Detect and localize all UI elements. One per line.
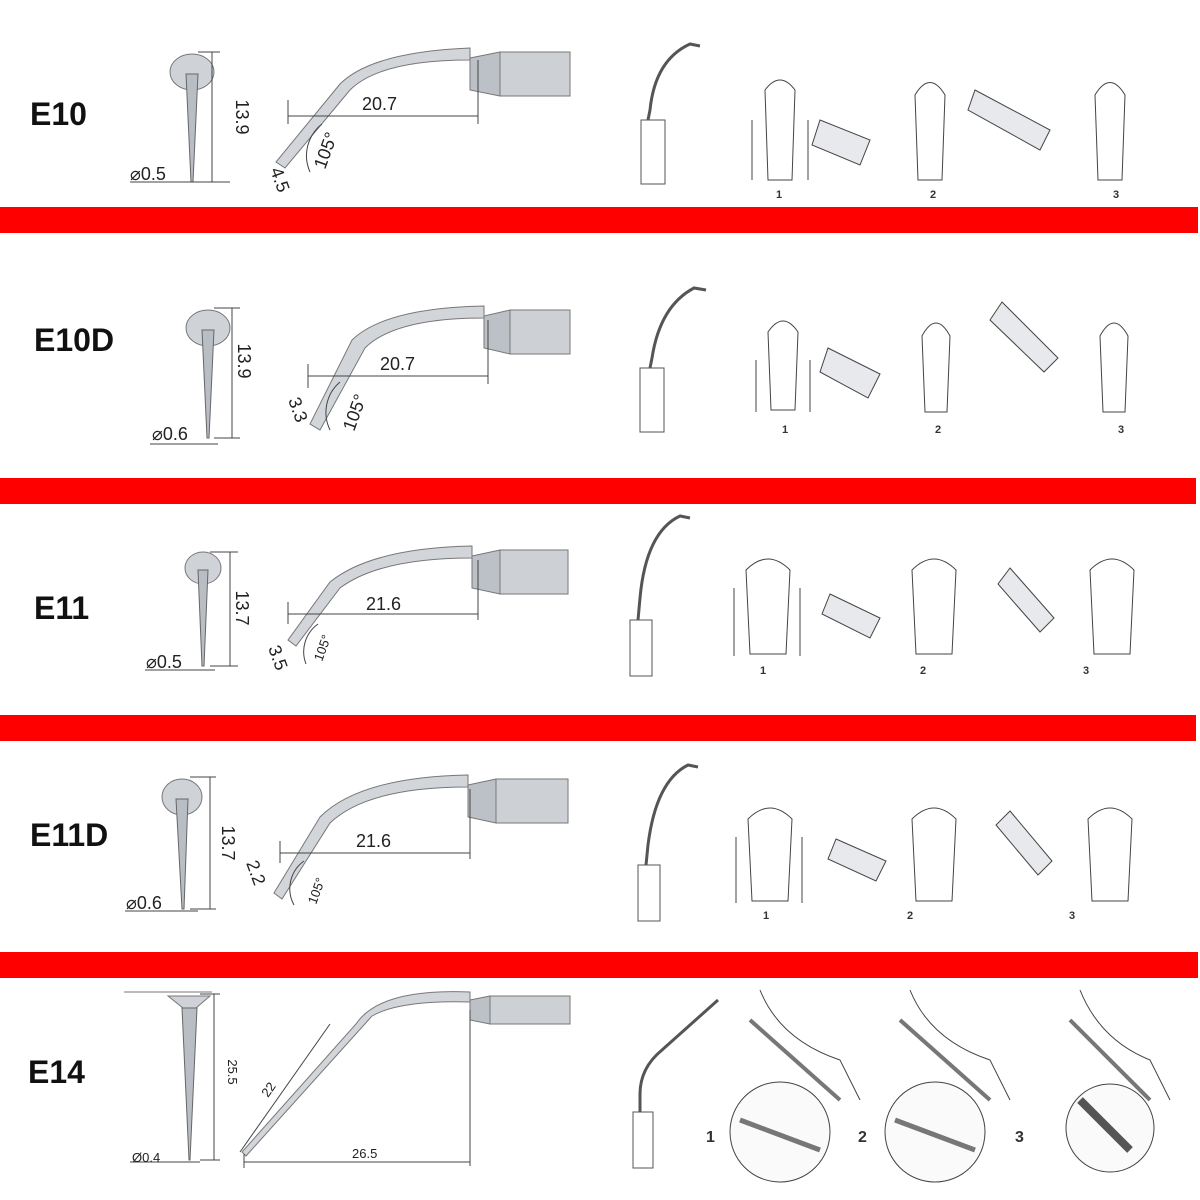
tip-dimension: 2.2 bbox=[242, 858, 269, 888]
procedure-step-3 bbox=[989, 301, 1129, 413]
pin-drawing bbox=[161, 778, 203, 910]
model-label: E10D bbox=[34, 322, 115, 358]
tip-diagram: 13.7 ⌀0.5 21.6 3.5 105° 1 bbox=[145, 514, 1135, 677]
angle-dimension: 105° bbox=[305, 876, 328, 906]
step-number: 3 bbox=[1113, 189, 1119, 201]
tip-row-e10d: E10D 13.9 ⌀0.6 20.7 3.3 105° bbox=[0, 240, 1200, 475]
section-divider bbox=[0, 715, 1196, 741]
pin-drawing bbox=[184, 551, 222, 667]
section-divider bbox=[0, 207, 1198, 233]
length-dimension: 25.5 bbox=[225, 1059, 240, 1084]
model-label: E14 bbox=[28, 1054, 85, 1090]
procedure-step-3 bbox=[997, 558, 1135, 655]
angle-dimension: 105° bbox=[310, 130, 342, 172]
section-divider bbox=[0, 952, 1198, 978]
tip-side-view bbox=[273, 774, 569, 900]
length-dimension: 13.9 bbox=[232, 99, 252, 134]
procedure-step-2 bbox=[811, 82, 946, 181]
tip-diagram: 25.5 Ø0.4 26.5 22 bbox=[124, 989, 1171, 1183]
step-number: 1 bbox=[760, 665, 766, 677]
tip-side-view bbox=[287, 545, 569, 647]
procedure-step-3 bbox=[967, 82, 1126, 181]
step-number: 2 bbox=[920, 665, 926, 677]
procedure-step-2 bbox=[884, 989, 1011, 1183]
step-number: 2 bbox=[935, 424, 941, 436]
step-number: 3 bbox=[1118, 424, 1124, 436]
tip-dimension: 3.3 bbox=[284, 395, 311, 425]
diameter-dimension: ⌀0.5 bbox=[130, 164, 166, 184]
tip-row-e10: E10 13.9 ⌀0.5 20.7 4.5 105° bbox=[0, 0, 1200, 205]
tip-icon bbox=[639, 286, 707, 433]
arm-dimension: 26.5 bbox=[352, 1146, 377, 1161]
step-number: 1 bbox=[776, 189, 782, 201]
tip-side-view bbox=[309, 305, 571, 431]
arm-dimension: 20.7 bbox=[362, 94, 397, 114]
tip-side-view bbox=[241, 991, 571, 1157]
pin-drawing bbox=[185, 309, 231, 439]
step-number: 3 bbox=[1083, 665, 1089, 677]
pin-drawing bbox=[169, 53, 215, 183]
tip-icon bbox=[632, 998, 719, 1169]
step-number: 1 bbox=[763, 910, 769, 922]
tip-diagram: 13.7 ⌀0.6 21.6 2.2 105° 1 bbox=[125, 763, 1133, 922]
tip-row-e11d: E11D 13.7 ⌀0.6 21.6 2.2 105° bbox=[0, 745, 1200, 950]
procedure-step-2 bbox=[821, 558, 957, 655]
tip-icon bbox=[637, 763, 699, 922]
arm-dimension: 21.6 bbox=[356, 831, 391, 851]
tip-diagram: 13.9 ⌀0.6 20.7 3.3 105° 1 bbox=[150, 286, 1129, 445]
procedure-step-1 bbox=[751, 79, 809, 181]
arm-dimension: 21.6 bbox=[366, 594, 401, 614]
step-number: 3 bbox=[1015, 1129, 1024, 1146]
step-number: 2 bbox=[907, 910, 913, 922]
procedure-step-2 bbox=[827, 807, 957, 902]
arm-dimension: 20.7 bbox=[380, 354, 415, 374]
procedure-step-3 bbox=[995, 807, 1133, 902]
diameter-dimension: ⌀0.6 bbox=[126, 893, 162, 913]
procedure-step-3 bbox=[1065, 989, 1171, 1173]
step-number: 2 bbox=[858, 1129, 867, 1146]
length-dimension: 13.9 bbox=[234, 343, 254, 378]
procedure-step-1 bbox=[755, 320, 811, 412]
model-label: E10 bbox=[30, 96, 87, 132]
tip-icon bbox=[640, 42, 701, 185]
length-dimension: 13.7 bbox=[232, 590, 252, 625]
model-label: E11 bbox=[34, 590, 90, 626]
tip-icon bbox=[629, 514, 691, 677]
step-number: 1 bbox=[782, 424, 788, 436]
model-label: E11D bbox=[30, 817, 109, 853]
diameter-dimension: Ø0.4 bbox=[132, 1150, 160, 1165]
procedure-step-2 bbox=[819, 322, 951, 413]
angle-dimension: 105° bbox=[311, 633, 334, 663]
tip-dimension: 4.5 bbox=[266, 165, 293, 195]
procedure-step-1 bbox=[729, 989, 861, 1183]
tip-row-e14: E14 25.5 Ø0.4 26.5 22 bbox=[0, 980, 1200, 1200]
step-number: 1 bbox=[706, 1129, 715, 1146]
pin-drawing bbox=[166, 995, 212, 1161]
procedure-step-1 bbox=[733, 558, 801, 656]
step-number: 2 bbox=[930, 189, 936, 201]
tip-diagram: 13.9 ⌀0.5 20.7 4.5 105° bbox=[130, 42, 1126, 201]
angle-dimension: 105° bbox=[339, 392, 371, 434]
step-number: 3 bbox=[1069, 910, 1075, 922]
tip-row-e11: E11 13.7 ⌀0.5 21.6 3.5 105° bbox=[0, 508, 1200, 713]
section-divider bbox=[0, 478, 1196, 504]
procedure-step-1 bbox=[735, 807, 803, 903]
tip-dimension: 22 bbox=[258, 1079, 279, 1099]
diameter-dimension: ⌀0.5 bbox=[146, 652, 182, 672]
length-dimension: 13.7 bbox=[218, 825, 238, 860]
tip-dimension: 3.5 bbox=[264, 643, 291, 673]
diameter-dimension: ⌀0.6 bbox=[152, 424, 188, 444]
